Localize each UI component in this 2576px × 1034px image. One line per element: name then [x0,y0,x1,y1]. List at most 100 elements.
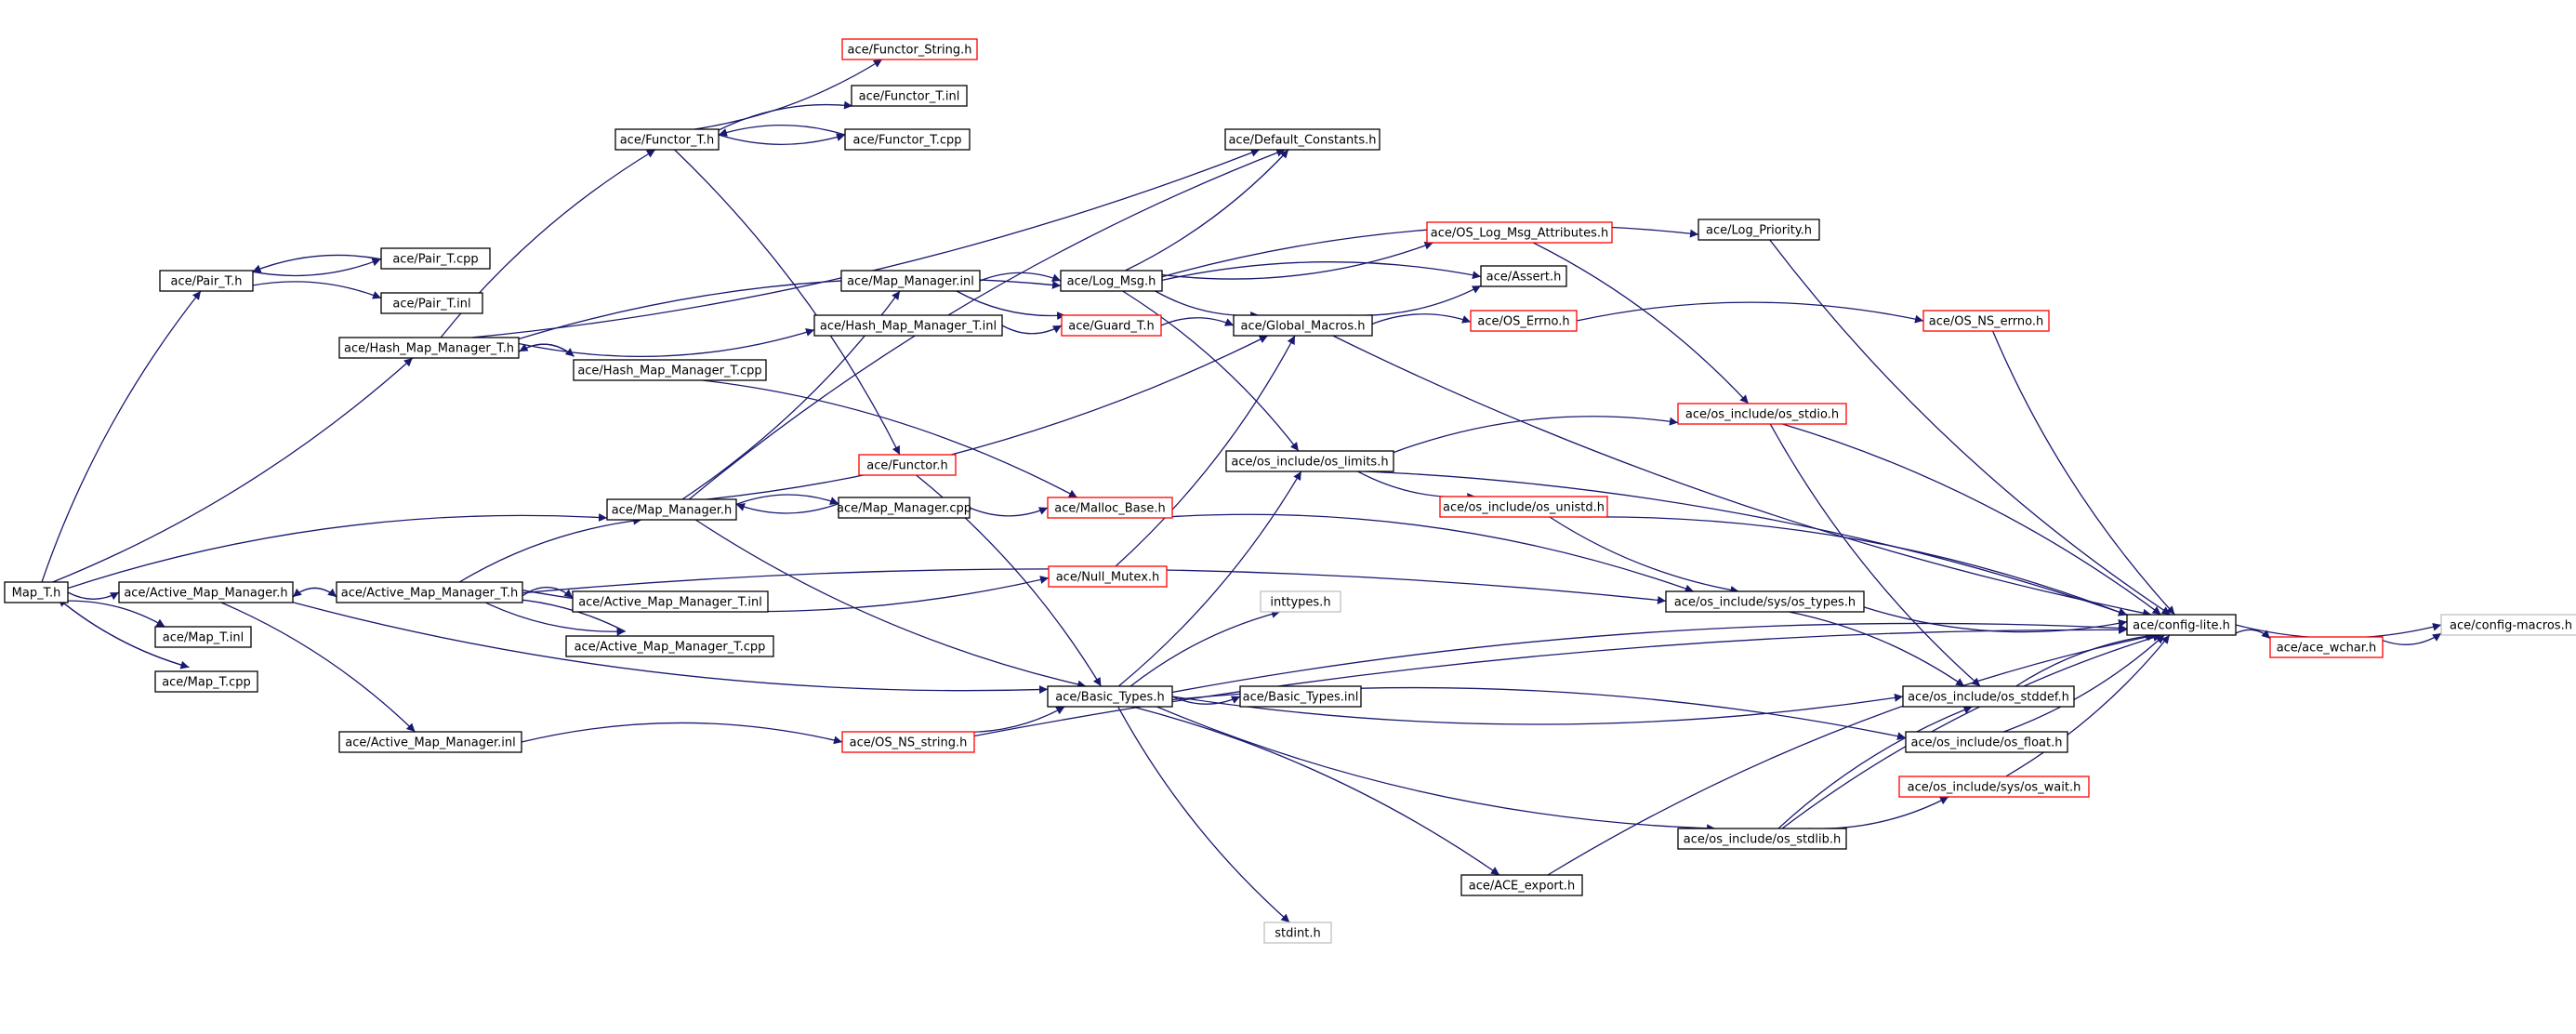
edge-null_mutex_h-to-global_macros_h [1115,335,1296,567]
node-box [573,359,767,381]
node-active-map-manager-h[interactable]: ace/Active_Map_Manager.h [118,581,294,603]
node-active-map-manager-t-h[interactable]: ace/Active_Map_Manager_T.h [336,581,523,603]
edge-map_t_h-to-pair_t_h [41,290,202,583]
node-os-errno-h[interactable]: ace/OS_Errno.h [1470,310,1578,332]
node-os-float-h[interactable]: ace/os_include/os_float.h [1905,731,2068,753]
node-map-manager-h[interactable]: ace/Map_Manager.h [606,498,737,521]
node-guard-t-h[interactable]: ace/Guard_T.h [1061,314,1162,337]
edge-active_map_manager_inl-to-os_ns_string_h [521,722,843,745]
node-active-map-manager-t-inl[interactable]: ace/Active_Map_Manager_T.inl [572,590,769,613]
edge-log_msg_h-to-default_constants_h [1125,149,1289,272]
node-functor-h[interactable]: ace/Functor.h [858,454,957,476]
node-label: ace/Functor_T.cpp [853,134,962,148]
node-os-stdlib-h[interactable]: ace/os_include/os_stdlib.h [1677,828,1847,850]
node-label: ace/Assert.h [1486,271,1562,285]
node-label: ace/Functor_T.h [620,134,715,148]
node-label: ace/config-macros.h [2450,619,2572,633]
node-label: ace/Basic_Types.h [1055,691,1164,705]
edge-pair_t_cpp-to-pair_t_h [252,254,381,273]
node-box [1922,310,2050,332]
node-global-macros-h[interactable]: ace/Global_Macros.h [1233,314,1373,337]
node-os-ns-string-h[interactable]: ace/OS_NS_string.h [841,731,975,753]
edge-os_ns_errno_h-to-config_lite_h [1992,330,2175,616]
node-active-map-manager-t-cpp[interactable]: ace/Active_Map_Manager_T.cpp [565,635,774,657]
node-label: ace/Map_Manager.cpp [837,502,971,516]
edge-os_wait_h-to-config_lite_h [2005,634,2171,777]
edge-map_t_h-to-map_manager_h [67,512,608,590]
node-box [1698,219,1820,241]
node-active-map-manager-inl[interactable]: ace/Active_Map_Manager.inl [338,731,522,753]
edge-log_msg_h-to-os_log_msg_attributes_h [1161,241,1433,280]
node-ace-export-h[interactable]: ace/ACE_export.h [1460,874,1583,896]
edge-log_msg_h-to-os_limits_h [1122,290,1300,452]
edge-os_stdlib_h-to-os_stddef_h [1777,706,1973,829]
node-functor-string-h[interactable]: ace/Functor_String.h [841,38,978,60]
node-box [1902,685,2075,708]
node-label: ace/Default_Constants.h [1228,134,1376,148]
node-label: ace/Basic_Types.inl [1243,691,1359,705]
node-box [858,454,957,476]
node-functor-t-h[interactable]: ace/Functor_T.h [614,128,720,151]
edge-basic_types_h-to-os_stddef_h [1171,693,1904,725]
edge-basic_types_h-to-os_limits_h [1117,471,1302,687]
node-ace-wchar-h[interactable]: ace/ace_wchar.h [2269,636,2384,658]
node-config-lite-h[interactable]: ace/config-lite.h [2126,614,2237,636]
node-pair-t-inl[interactable]: ace/Pair_T.inl [380,292,483,314]
node-functor-t-inl[interactable]: ace/Functor_T.inl [851,85,968,107]
node-basic-types-inl[interactable]: ace/Basic_Types.inl [1239,685,1362,708]
edge-malloc_base_h-to-os_types_h [1171,513,1695,593]
node-box [1665,590,1865,613]
edge-hash_map_manager_t_inl-to-guard_t_h [1001,325,1063,335]
edge-basic_types_h-to-stdint_h [1117,706,1290,923]
node-box [1439,496,1608,518]
node-log-msg-h[interactable]: ace/Log_Msg.h [1060,270,1163,292]
edge-config_lite_h-to-ace_wchar_h [2235,629,2271,640]
node-os-ns-errno-h[interactable]: ace/OS_NS_errno.h [1922,310,2050,332]
node-assert-h[interactable]: ace/Assert.h [1480,265,1567,287]
edge-basic_types_h-to-inttypes_h [1129,609,1281,687]
edge-global_macros_h-to-assert_h [1348,285,1482,316]
node-log-priority-h[interactable]: ace/Log_Priority.h [1698,219,1820,241]
edge-os_ns_string_h-to-basic_types_h [953,706,1065,734]
edge-map_manager_cpp-to-map_manager_h [735,502,839,514]
node-map-manager-inl[interactable]: ace/Map_Manager.inl [840,270,981,292]
node-default-constants-h[interactable]: ace/Default_Constants.h [1224,128,1380,151]
node-os-wait-h[interactable]: ace/os_include/sys/os_wait.h [1898,776,2090,798]
node-functor-t-cpp[interactable]: ace/Functor_T.cpp [844,128,971,151]
node-null-mutex-h[interactable]: ace/Null_Mutex.h [1048,565,1168,588]
edge-active_map_manager_t_h-to-active_map_manager_t_cpp [475,597,626,636]
edge-hash_map_manager_t_h-to-hash_map_manager_t_inl [518,328,815,358]
edge-map_t_h-to-active_map_manager_h [67,591,120,601]
node-os-unistd-h[interactable]: ace/os_include/os_unistd.h [1439,496,1608,518]
node-box [1480,265,1567,287]
node-os-types-h[interactable]: ace/os_include/sys/os_types.h [1665,590,1865,613]
node-os-limits-h[interactable]: ace/os_include/os_limits.h [1225,450,1394,472]
node-label: ace/os_include/os_float.h [1910,736,2062,750]
node-hash-map-manager-t-cpp[interactable]: ace/Hash_Map_Manager_T.cpp [573,359,767,381]
node-hash-map-manager-t-h[interactable]: ace/Hash_Map_Manager_T.h [338,337,520,359]
node-map-t-inl[interactable]: ace/Map_T.inl [154,626,252,648]
edge-map_t_h-to-hash_map_manager_t_h [52,357,414,583]
node-os-log-msg-attributes-h[interactable]: ace/OS_Log_Msg_Attributes.h [1426,221,1613,244]
node-label: inttypes.h [1270,596,1330,610]
node-hash-map-manager-t-inl[interactable]: ace/Hash_Map_Manager_T.inl [813,314,1003,337]
node-os-stddef-h[interactable]: ace/os_include/os_stddef.h [1902,685,2075,708]
edge-pair_t_h-to-pair_t_cpp [252,258,381,277]
node-label: ace/Pair_T.inl [392,298,470,312]
node-pair-t-h[interactable]: ace/Pair_T.h [159,270,254,292]
node-basic-types-h[interactable]: ace/Basic_Types.h [1047,685,1173,708]
node-inttypes-h: inttypes.h [1260,590,1341,613]
edge-ace_wchar_h-to-config_macros_h [2382,632,2442,645]
node-map-t-cpp[interactable]: ace/Map_T.cpp [154,670,258,693]
node-label: stdint.h [1275,927,1320,941]
node-label: ace/Functor.h [866,459,947,473]
node-box [1263,921,1332,944]
node-config-macros-h: ace/config-macros.h [2440,614,2576,636]
node-os-stdio-h[interactable]: ace/os_include/os_stdio.h [1677,403,1847,425]
node-box [1898,776,2090,798]
edge-map_manager_h-to-map_manager_cpp [735,494,839,506]
node-map-manager-cpp[interactable]: ace/Map_Manager.cpp [837,497,971,519]
edge-os_limits_h-to-config_lite_h [1364,471,2128,616]
node-pair-t-cpp[interactable]: ace/Pair_T.cpp [380,247,491,270]
node-malloc-base-h[interactable]: ace/Malloc_Base.h [1047,497,1173,519]
